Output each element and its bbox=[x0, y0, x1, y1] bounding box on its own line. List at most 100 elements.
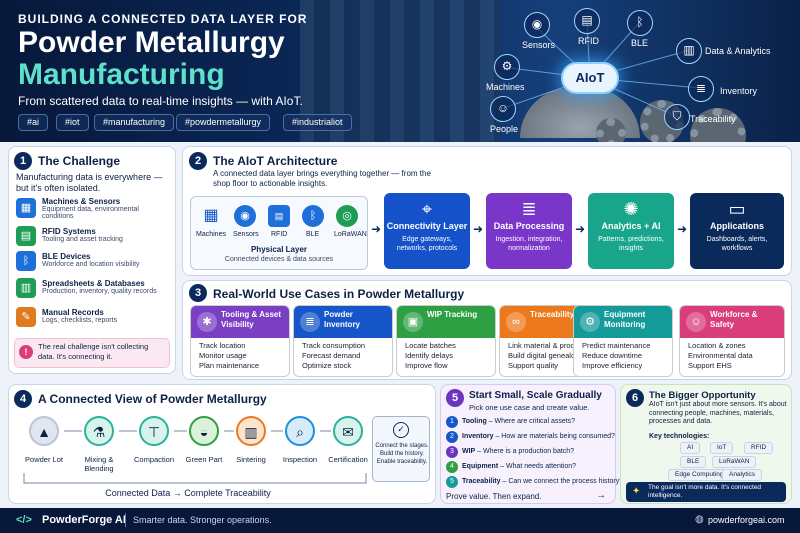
tech-chip: RFID bbox=[744, 442, 774, 454]
step-label: Sintering bbox=[236, 455, 266, 464]
bigger-title: The Bigger Opportunity bbox=[649, 390, 756, 401]
footer-brand: PowderForge AI bbox=[42, 514, 126, 526]
check-icon: ✓ bbox=[393, 422, 409, 438]
analytics-ai-box: ✺ Analytics + AI Patterns, predictions, … bbox=[588, 193, 674, 269]
arrow-right-icon: ➜ bbox=[575, 222, 586, 236]
stage-title: Analytics + AI bbox=[601, 221, 661, 231]
step-number: 3 bbox=[446, 446, 458, 458]
dashboard-icon: ▭ bbox=[728, 199, 746, 219]
side-note-text: Connect the stages. Build the history. E… bbox=[375, 443, 429, 465]
architecture-title: The AIoT Architecture bbox=[213, 154, 338, 168]
section-number: 2 bbox=[189, 152, 207, 170]
usecase-bullet: Monitor usage bbox=[199, 351, 247, 360]
connected-view-card bbox=[8, 384, 436, 504]
usecase-bullet: Plan maintenance bbox=[199, 361, 260, 370]
challenge-item-title: Machines & Sensors bbox=[42, 197, 121, 206]
usecase-bullet: Track consumption bbox=[302, 341, 366, 350]
start-item-label: WIP bbox=[462, 448, 476, 455]
challenge-title: The Challenge bbox=[38, 154, 121, 168]
stage-desc: Dashboards, alerts, workflows bbox=[706, 236, 768, 252]
arrow-right-icon: ➜ bbox=[677, 222, 688, 236]
node-label: Inventory bbox=[720, 86, 758, 96]
code-icon: </> bbox=[16, 514, 32, 526]
aiot-cloud-hub: AIoT bbox=[561, 62, 619, 94]
usecase-tooling: Tooling & Asset Visibility ✱ Track locat… bbox=[190, 305, 290, 377]
hashtag: #ai bbox=[18, 114, 49, 131]
usecase-title: Traceability bbox=[530, 310, 575, 319]
data-processing-box: ≣ Data Processing Ingestion, integration… bbox=[486, 193, 572, 269]
start-item-desc: – How are materials being consumed? bbox=[495, 433, 615, 440]
node-label: RFID bbox=[578, 36, 599, 46]
box-icon: ▣ bbox=[403, 312, 423, 332]
press-icon: ⊤ bbox=[139, 416, 169, 446]
usecase-bullet: Support quality bbox=[508, 361, 559, 370]
wrench-icon: ✱ bbox=[197, 312, 217, 332]
usecase-title: Equipment Monitoring bbox=[604, 310, 646, 329]
bluetooth-icon: ᛒ bbox=[16, 251, 36, 271]
usecase-title: Workforce & Safety bbox=[710, 310, 758, 329]
usecase-bullet: Link material & process bbox=[508, 341, 586, 350]
bluetooth-icon: ᛒ bbox=[627, 10, 653, 36]
step-number: 2 bbox=[446, 431, 458, 443]
footer-tagline: Smarter data. Stronger operations. bbox=[133, 515, 272, 525]
stage-desc: Ingestion, integration, normalization bbox=[495, 236, 563, 252]
start-small-card bbox=[440, 384, 616, 504]
hashtag: #industrialiot bbox=[283, 114, 352, 131]
section-number: 3 bbox=[189, 284, 207, 302]
challenge-item-title: RFID Systems bbox=[42, 227, 96, 236]
machines-icon: ▦ bbox=[16, 198, 36, 218]
node-label: Sensors bbox=[522, 40, 556, 50]
usecase-title: WIP Tracking bbox=[427, 310, 478, 319]
part-icon: ◒ bbox=[189, 416, 219, 446]
start-item-label: Traceability bbox=[462, 478, 501, 485]
spreadsheet-icon: ▥ bbox=[16, 278, 36, 298]
usecase-bullet: Identify delays bbox=[405, 351, 453, 360]
hero-title-line1: Powder Metallurgy bbox=[18, 26, 285, 59]
people-icon: ☺ bbox=[686, 312, 706, 332]
node-label: People bbox=[490, 124, 519, 134]
node-label: BLE bbox=[631, 38, 649, 48]
step-label: Certification bbox=[328, 455, 368, 464]
start-item-desc: – Where are critical assets? bbox=[488, 418, 576, 425]
usecase-header: Equipment Monitoring bbox=[574, 306, 672, 338]
callout-text: The real challenge isn't collecting data… bbox=[38, 342, 149, 361]
challenge-item-title: BLE Devices bbox=[42, 252, 91, 261]
start-item-label: Inventory bbox=[462, 433, 494, 440]
arrow-right-icon: ➜ bbox=[371, 222, 382, 236]
usecase-equipment: Equipment Monitoring ⚙ Predict maintenan… bbox=[573, 305, 673, 377]
stage-title: Data Processing bbox=[493, 221, 565, 231]
footer-url[interactable]: powderforgeai.com bbox=[708, 515, 785, 525]
section-number: 1 bbox=[14, 152, 32, 170]
tech-chip: BLE bbox=[680, 456, 707, 468]
magnifier-icon: ⌕ bbox=[285, 416, 315, 446]
hero-title-line2: Manufacturing bbox=[18, 58, 225, 91]
physical-item: Sensors bbox=[233, 231, 259, 238]
alert-icon: ! bbox=[19, 345, 33, 359]
usecase-bullet: Location & zones bbox=[688, 341, 746, 350]
step-label: Powder Lot bbox=[25, 455, 63, 464]
architecture-intro: A connected data layer brings everything… bbox=[213, 169, 431, 188]
clipboard-icon: ✎ bbox=[16, 307, 36, 327]
start-intro: Pick one use case and create value. bbox=[469, 403, 590, 412]
globe-icon: ◍ bbox=[695, 514, 704, 525]
tech-chip: Analytics bbox=[722, 469, 763, 481]
section-number: 5 bbox=[446, 389, 464, 407]
gear-icon: ⚙ bbox=[580, 312, 600, 332]
challenge-intro: Manufacturing data is everywhere — but i… bbox=[16, 172, 163, 193]
usecase-bullet: Reduce downtime bbox=[582, 351, 643, 360]
lightbulb-icon: ✦ bbox=[632, 486, 641, 497]
furnace-icon: ▥ bbox=[236, 416, 266, 446]
step-label: Compaction bbox=[133, 455, 175, 464]
lorawan-icon: ◎ bbox=[336, 205, 358, 227]
usecase-bullet: Improve efficiency bbox=[582, 361, 643, 370]
challenge-item-desc: Equipment data, environmental conditions bbox=[42, 206, 139, 220]
tech-chip: IoT bbox=[710, 442, 734, 454]
powder-icon: ▲ bbox=[29, 416, 59, 446]
tech-chip: AI bbox=[680, 442, 701, 454]
analytics-icon: ▥ bbox=[676, 38, 702, 64]
antenna-icon: ⌖ bbox=[421, 199, 433, 219]
usecase-bullet: Forecast demand bbox=[302, 351, 361, 360]
